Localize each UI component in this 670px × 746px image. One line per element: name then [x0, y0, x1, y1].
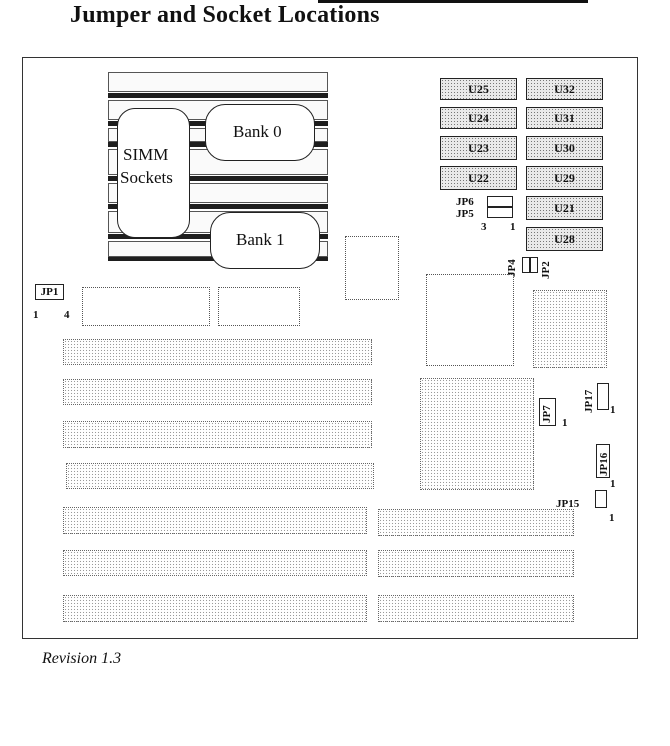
expansion-slot	[63, 379, 372, 405]
jp7-jumper	[539, 398, 556, 426]
jp17-pin-1: 1	[610, 404, 616, 416]
chip-u24: U24	[440, 107, 517, 129]
jp15-pin-1: 1	[609, 512, 615, 524]
expansion-slot	[66, 463, 374, 489]
simm-sockets-callout	[117, 108, 190, 238]
jp15-jumper	[595, 490, 607, 508]
simm-socket-rail	[108, 72, 328, 92]
jp17-label: JP17	[583, 389, 595, 413]
expansion-slot-extension	[378, 509, 574, 536]
cpu-socket	[420, 378, 534, 490]
simm-label-line2: Sockets	[120, 168, 173, 187]
revision-label: Revision 1.3	[42, 650, 122, 667]
jp7-pin-1: 1	[562, 417, 568, 429]
chip-socket	[345, 236, 399, 300]
simm-socket-bar	[108, 176, 328, 181]
jp6-label: JP6	[456, 196, 474, 208]
jp5-pin-3: 3	[481, 221, 487, 233]
jp5-label: JP5	[456, 208, 474, 220]
bank-1-label: Bank 1	[236, 230, 285, 249]
expansion-slot	[63, 339, 372, 365]
expansion-slot	[63, 550, 367, 576]
chip-u23: U23	[440, 136, 517, 160]
jp4-jumper	[522, 257, 530, 273]
chip-u25: U25	[440, 78, 517, 100]
jp5-pin-1: 1	[510, 221, 516, 233]
jp1-pin-4: 4	[64, 309, 70, 321]
jp2-label: JP2	[540, 261, 552, 279]
jp1-pin-1: 1	[33, 309, 39, 321]
jp1-jumper: JP1	[35, 284, 64, 300]
jp7-label: JP7	[541, 405, 553, 423]
expansion-slot-extension	[378, 595, 574, 622]
chip-u22: U22	[440, 166, 517, 190]
chip-u32: U32	[526, 78, 603, 100]
chip-u31: U31	[526, 107, 603, 129]
chip-u29: U29	[526, 166, 603, 190]
jp16-pin-1: 1	[610, 478, 616, 490]
title-rule	[318, 0, 588, 3]
connector-header	[82, 287, 210, 326]
bank-0-callout	[205, 104, 315, 161]
simm-socket-bar	[108, 93, 328, 98]
chip-socket	[426, 274, 514, 366]
jp5-jumper	[487, 207, 513, 218]
chip-socket	[533, 290, 607, 368]
jp16-jumper	[596, 444, 610, 478]
expansion-slot-extension	[378, 550, 574, 577]
simm-socket-bar	[108, 204, 328, 209]
expansion-slot	[63, 421, 372, 448]
simm-label-line1: SIMM	[123, 145, 169, 164]
chip-u21: U21	[526, 196, 603, 220]
page-title: Jumper and Socket Locations	[70, 2, 380, 28]
jp2-jumper	[530, 257, 538, 273]
bank-1-callout	[210, 212, 320, 269]
chip-u30: U30	[526, 136, 603, 160]
jp15-label: JP15	[556, 498, 580, 510]
jp6-jumper	[487, 196, 513, 207]
jp17-jumper	[597, 383, 609, 410]
expansion-slot	[63, 507, 367, 534]
expansion-slot	[63, 595, 367, 622]
bank-0-label: Bank 0	[233, 122, 282, 141]
jp16-label: JP16	[598, 452, 610, 476]
chip-u28: U28	[526, 227, 603, 251]
connector-header	[218, 287, 300, 326]
